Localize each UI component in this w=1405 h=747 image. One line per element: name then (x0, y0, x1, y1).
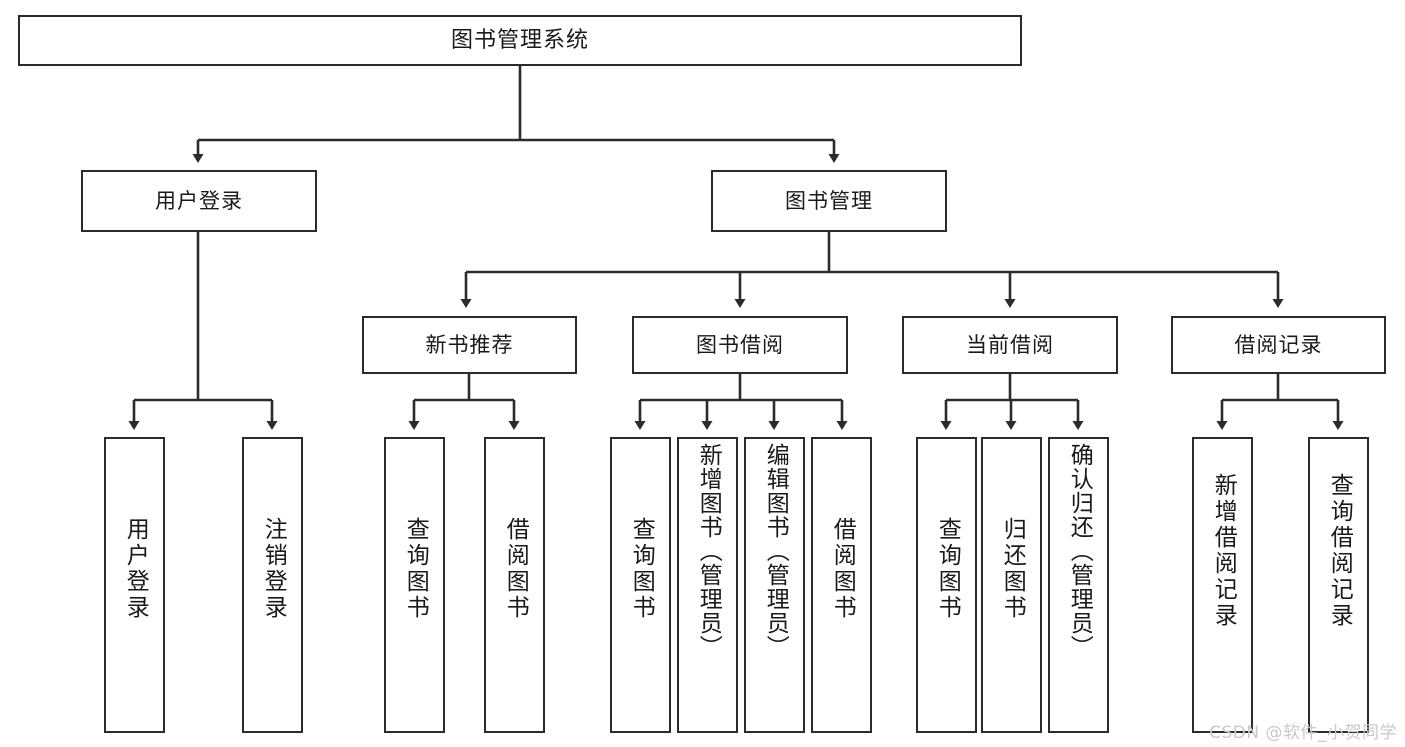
node-label: 图书管理系统 (450, 27, 589, 53)
leaf-current-confirm-return-admin[interactable]: 确认归还（管理员） (1048, 437, 1109, 733)
node-book-management[interactable]: 图书管理 (711, 170, 947, 232)
node-label: 确认归还（管理员） (1066, 443, 1093, 659)
node-current-borrow[interactable]: 当前借阅 (902, 316, 1118, 374)
node-label: 查询图书 (402, 517, 429, 621)
node-borrow-record[interactable]: 借阅记录 (1171, 316, 1386, 374)
leaf-record-query-borrow-record[interactable]: 查询借阅记录 (1308, 437, 1369, 733)
leaf-record-add-borrow-record[interactable]: 新增借阅记录 (1192, 437, 1253, 733)
node-label: 查询图书 (934, 517, 961, 621)
node-book-borrow[interactable]: 图书借阅 (632, 316, 848, 374)
node-label: 归还图书 (999, 517, 1026, 621)
node-label: 注销登录 (260, 517, 287, 621)
node-label: 用户登录 (122, 517, 149, 621)
node-label: 当前借阅 (966, 332, 1054, 357)
leaf-borrow-query-book[interactable]: 查询图书 (610, 437, 671, 733)
node-label: 新增图书（管理员） (695, 443, 722, 659)
leaf-current-return-book[interactable]: 归还图书 (981, 437, 1042, 733)
node-label: 借阅图书 (502, 517, 529, 621)
leaf-recommend-borrow-book[interactable]: 借阅图书 (484, 437, 545, 733)
node-root-book-management-system[interactable]: 图书管理系统 (18, 15, 1022, 66)
node-label: 图书管理 (785, 188, 873, 213)
node-label: 新增借阅记录 (1210, 473, 1237, 629)
leaf-recommend-query-book[interactable]: 查询图书 (384, 437, 445, 733)
node-label: 借阅图书 (829, 517, 856, 621)
leaf-borrow-add-book-admin[interactable]: 新增图书（管理员） (677, 437, 738, 733)
leaf-user-login-login[interactable]: 用户登录 (104, 437, 165, 733)
node-label: 编辑图书（管理员） (762, 443, 789, 659)
node-label: 用户登录 (155, 188, 243, 213)
leaf-current-query-book[interactable]: 查询图书 (916, 437, 977, 733)
leaf-borrow-borrow-book[interactable]: 借阅图书 (811, 437, 872, 733)
node-label: 查询借阅记录 (1326, 473, 1353, 629)
node-label: 新书推荐 (425, 332, 514, 357)
node-label: 查询图书 (628, 517, 655, 621)
leaf-borrow-edit-book-admin[interactable]: 编辑图书（管理员） (744, 437, 805, 733)
node-label: 图书借阅 (696, 332, 784, 357)
node-label: 借阅记录 (1234, 332, 1323, 357)
node-user-login[interactable]: 用户登录 (81, 170, 317, 232)
leaf-user-login-logout[interactable]: 注销登录 (242, 437, 303, 733)
node-new-book-recommend[interactable]: 新书推荐 (362, 316, 577, 374)
